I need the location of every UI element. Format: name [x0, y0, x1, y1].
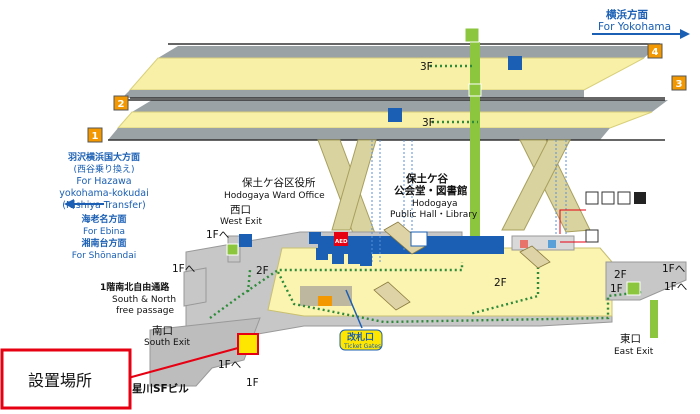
rails [108, 43, 665, 141]
east-exit-elevator [650, 300, 658, 338]
left-direction-labels: 羽沢横浜国大方面 (西谷乗り換え) For Hazawa yokohama-ko… [59, 151, 148, 261]
passage-jp: 1階南北自由通路 [100, 281, 170, 293]
ward-office-jp: 保土ケ谷区役所 [242, 176, 316, 189]
vertical-links [371, 140, 567, 262]
concourse [185, 231, 687, 335]
floor-2f-left: 2F [256, 265, 269, 277]
to-1f-c: 1Fへ [662, 263, 685, 275]
to-1f-b: 1Fへ [172, 263, 195, 275]
upper-platform [122, 46, 658, 98]
facility-icons [309, 191, 646, 266]
installation-label: 設置場所 [28, 371, 92, 390]
elevator-icon [226, 27, 641, 296]
public-hall-jp2: 公会堂・図書館 [394, 184, 468, 197]
track-badges [87, 43, 687, 143]
public-hall-en2: Public Hall・Library [390, 210, 478, 220]
svg-text:(Nishiya Transfer): (Nishiya Transfer) [62, 200, 145, 211]
passage-en1: South & North [112, 295, 176, 305]
floor-2f-mid: 2F [494, 277, 507, 289]
walking-routes [209, 64, 643, 324]
callout-leader [127, 347, 239, 379]
callout-box [0, 348, 132, 410]
elevator-shaft [470, 42, 480, 314]
public-hall-en1: Hodogaya [412, 199, 458, 209]
to-1f-e: 1Fへ [218, 359, 241, 371]
escalator-icon [239, 56, 522, 247]
svg-text:For Shōnandai: For Shōnandai [72, 251, 137, 261]
aed-label: AED [335, 239, 348, 245]
floor-3f-lower: 3F [422, 117, 435, 129]
svg-text:(西谷乗り換え): (西谷乗り換え) [73, 163, 134, 175]
svg-text:yokohama-kokudai: yokohama-kokudai [59, 188, 148, 199]
facility-pointer-lines [559, 209, 586, 243]
yokohama-en-label: For Yokohama [598, 21, 671, 33]
ticket-gate-en: Ticket Gates [343, 343, 381, 350]
restroom-marker-icon [318, 296, 332, 306]
passage-en2: free passage [116, 306, 174, 316]
aed-icon [334, 232, 348, 246]
ward-office-en: Hodogaya Ward Office [224, 191, 325, 201]
svg-text:4: 4 [652, 47, 659, 58]
east-exit-jp: 東口 [620, 332, 641, 345]
to-1f-d: 1Fへ [664, 281, 687, 293]
to-1f-a: 1Fへ [206, 229, 229, 241]
ticket-gate-jp: 改札口 [347, 331, 374, 343]
public-hall-jp1: 保土ケ谷 [405, 172, 448, 185]
svg-text:3: 3 [676, 79, 683, 90]
svg-text:1: 1 [92, 131, 99, 142]
track-numbers: 4 3 2 1 [92, 47, 683, 142]
arrow-yokohama [592, 29, 690, 39]
west-exit-en: West Exit [220, 217, 263, 227]
building-label: 星川SFビル [132, 382, 189, 395]
south-exit-area [149, 317, 261, 387]
svg-text:羽沢横浜国大方面: 羽沢横浜国大方面 [68, 151, 140, 163]
svg-text:For Hazawa: For Hazawa [76, 176, 131, 187]
yokohama-jp-label: 横浜方面 [606, 8, 648, 21]
installation-marker [237, 333, 259, 355]
floor-2f-right: 2F [614, 269, 627, 281]
svg-text:湘南台方面: 湘南台方面 [81, 237, 126, 249]
floor-1f-right: 1F [610, 283, 623, 295]
east-exit-en: East Exit [614, 347, 654, 357]
south-exit-jp: 南口 [152, 324, 173, 337]
arrow-left [64, 199, 104, 209]
lower-platform [108, 100, 668, 140]
svg-text:For Ebina: For Ebina [83, 227, 125, 237]
west-exit-jp: 西口 [230, 204, 251, 216]
floor-1f-bottom: 1F [246, 377, 259, 389]
south-exit-en: South Exit [144, 338, 191, 348]
floor-3f-upper: 3F [420, 61, 433, 73]
ticket-gate-badge [339, 329, 383, 351]
svg-text:海老名方面: 海老名方面 [81, 213, 126, 225]
gate-pointer [345, 289, 363, 329]
svg-text:2: 2 [118, 99, 125, 110]
